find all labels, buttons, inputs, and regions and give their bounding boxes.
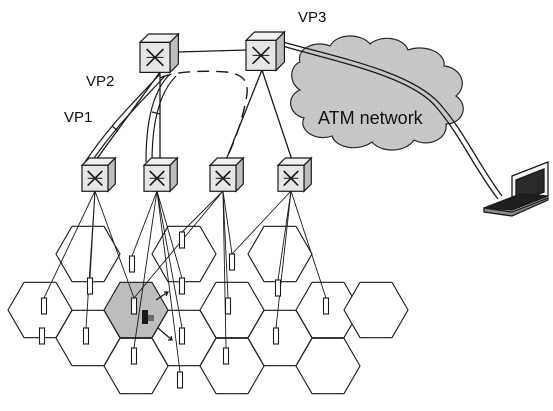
hex-cell (343, 281, 409, 339)
station-link (133, 190, 158, 349)
station-link (277, 190, 292, 281)
switches (80, 30, 313, 193)
atm-network-cloud: ATM network (290, 35, 464, 151)
base-station-icon (178, 327, 186, 345)
base-station-icon (82, 327, 90, 345)
station-link (94, 190, 135, 299)
station-link (231, 190, 292, 255)
vp1-path (84, 73, 166, 165)
station-links (43, 190, 327, 373)
cell-grid (7, 225, 409, 395)
edge-switch-4 (276, 156, 313, 193)
vp3-path (275, 39, 503, 200)
edge-switch-1 (80, 156, 117, 193)
hex-cell (55, 225, 121, 283)
base-station-icon (178, 277, 186, 295)
core-link (177, 49, 247, 53)
station-link (181, 190, 224, 233)
base-stations (38, 231, 330, 389)
station-link (156, 190, 183, 329)
base-station-icon (176, 371, 184, 389)
vp2-label: VP2 (86, 73, 114, 90)
base-station-icon (178, 231, 186, 249)
hex-cell (151, 225, 217, 283)
station-link (222, 190, 229, 299)
station-link (222, 190, 227, 349)
base-station-icon (38, 327, 46, 345)
vp2-path (145, 73, 177, 163)
station-link (85, 190, 96, 329)
laptop-icon (483, 161, 549, 217)
base-station-icon (130, 297, 138, 315)
station-link (222, 190, 233, 255)
station-link (156, 190, 181, 373)
base-station-icon (228, 253, 236, 271)
vp1-label: VP1 (64, 109, 92, 126)
core-switch-2 (244, 30, 286, 72)
hex-cell (295, 337, 361, 395)
base-station-icon (272, 327, 280, 345)
core-switch-1 (138, 32, 180, 74)
station-link (133, 190, 224, 299)
station-link (156, 190, 183, 279)
base-station-icon (224, 297, 232, 315)
base-station-icon (274, 279, 282, 297)
station-link (131, 190, 158, 257)
base-station-icon (86, 277, 94, 295)
station-link (290, 190, 327, 299)
station-link (43, 190, 96, 299)
mobile-terminal-icon (142, 291, 173, 341)
hex-cell (247, 225, 313, 283)
dashed-vp-path (159, 70, 248, 169)
edge-switch-3 (208, 156, 245, 193)
atm-network-label: ATM network (318, 108, 424, 128)
base-station-icon (222, 347, 230, 365)
base-station-icon (322, 297, 330, 315)
base-station-icon (128, 255, 136, 273)
base-station-icon (130, 347, 138, 365)
station-link (275, 190, 292, 329)
base-station-icon (40, 297, 48, 315)
edge-switch-2 (142, 156, 179, 193)
vp3-label: VP3 (298, 9, 326, 26)
link-core2-edge4 (261, 69, 293, 161)
